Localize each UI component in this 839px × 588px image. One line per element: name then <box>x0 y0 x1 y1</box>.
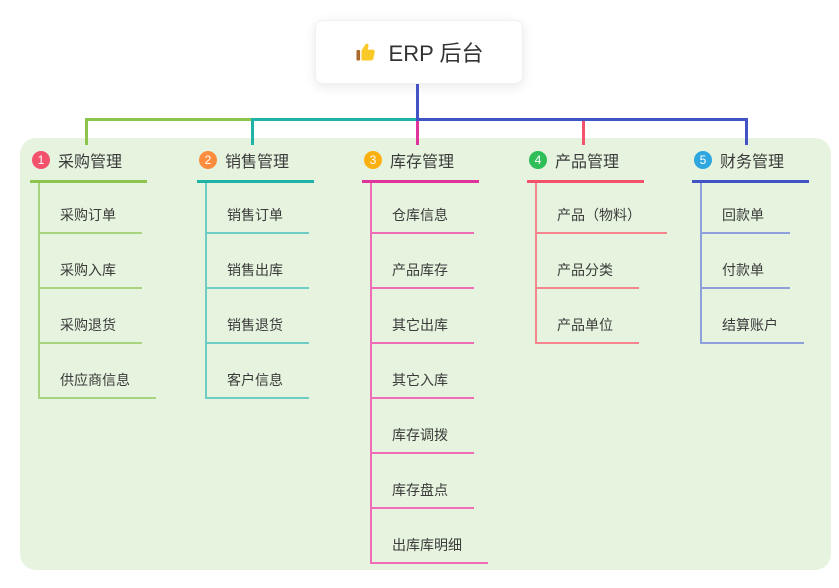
connector-root-drop <box>416 84 419 121</box>
root-node[interactable]: ERP 后台 <box>315 20 523 84</box>
child-label: 付款单 <box>702 260 790 289</box>
child-label: 出库库明细 <box>372 535 488 564</box>
child-label: 其它出库 <box>372 315 474 344</box>
child-node[interactable]: 付款单 <box>702 234 809 289</box>
branch-销售管理: 2 销售管理销售订单销售出库销售退货客户信息 <box>197 146 314 399</box>
child-label: 客户信息 <box>207 370 309 399</box>
branch-财务管理: 5 财务管理回款单付款单结算账户 <box>692 146 809 344</box>
child-node[interactable]: 产品库存 <box>372 234 488 289</box>
branch-node[interactable]: 4 产品管理 <box>527 146 644 183</box>
child-label: 产品单位 <box>537 315 639 344</box>
child-label: 销售订单 <box>207 205 309 234</box>
child-node[interactable]: 客户信息 <box>207 344 314 399</box>
child-label: 销售出库 <box>207 260 309 289</box>
connector-trunk-segment <box>85 118 254 121</box>
branch-node[interactable]: 3 库存管理 <box>362 146 479 183</box>
child-label: 采购入库 <box>40 260 142 289</box>
thumbs-up-icon <box>355 40 379 64</box>
connector-branch-drop <box>582 121 585 145</box>
child-node[interactable]: 采购入库 <box>40 234 156 289</box>
branch-children: 销售订单销售出库销售退货客户信息 <box>205 183 314 399</box>
branch-label: 财务管理 <box>720 154 785 171</box>
child-node[interactable]: 采购退货 <box>40 289 156 344</box>
connector-trunk-segment <box>251 118 419 121</box>
branch-number-badge: 4 <box>529 151 547 169</box>
child-node[interactable]: 产品单位 <box>537 289 667 344</box>
branch-产品管理: 4 产品管理产品（物料） 产品分类产品单位 <box>527 146 667 344</box>
branch-number-badge: 1 <box>32 151 50 169</box>
branch-number-badge: 2 <box>199 151 217 169</box>
branch-label: 采购管理 <box>58 154 123 171</box>
branch-children: 产品（物料） 产品分类产品单位 <box>535 183 667 344</box>
branch-label: 库存管理 <box>390 154 455 171</box>
connector-branch-drop <box>745 121 748 145</box>
branch-number-badge: 3 <box>364 151 382 169</box>
child-label: 回款单 <box>702 205 790 234</box>
child-label: 其它入库 <box>372 370 474 399</box>
child-node[interactable]: 结算账户 <box>702 289 809 344</box>
branch-node[interactable]: 2 销售管理 <box>197 146 314 183</box>
child-node[interactable]: 仓库信息 <box>372 183 488 234</box>
branches-panel <box>20 138 831 570</box>
child-node[interactable]: 销售订单 <box>207 183 314 234</box>
child-label: 仓库信息 <box>372 205 474 234</box>
child-node[interactable]: 供应商信息 <box>40 344 156 399</box>
connector-branch-drop <box>416 121 419 145</box>
branch-node[interactable]: 5 财务管理 <box>692 146 809 183</box>
child-node[interactable]: 回款单 <box>702 183 809 234</box>
child-label: 采购退货 <box>40 315 142 344</box>
branch-label: 产品管理 <box>555 154 620 171</box>
child-label: 采购订单 <box>40 205 142 234</box>
branch-库存管理: 3 库存管理仓库信息产品库存其它出库其它入库库存调拨库存盘点出库库明细 <box>362 146 488 564</box>
child-node[interactable]: 销售退货 <box>207 289 314 344</box>
connector-trunk-segment <box>416 118 748 121</box>
child-label: 库存盘点 <box>372 480 474 509</box>
connector-branch-drop <box>251 121 254 145</box>
child-label: 供应商信息 <box>40 370 156 399</box>
child-node[interactable]: 采购订单 <box>40 183 156 234</box>
child-node[interactable]: 出库库明细 <box>372 509 488 564</box>
child-label: 产品（物料） <box>537 205 667 234</box>
branch-number-badge: 5 <box>694 151 712 169</box>
branch-node[interactable]: 1 采购管理 <box>30 146 147 183</box>
branch-children: 采购订单采购入库采购退货供应商信息 <box>38 183 156 399</box>
child-node[interactable]: 其它入库 <box>372 344 488 399</box>
child-node[interactable]: 产品（物料） <box>537 183 667 234</box>
child-node[interactable]: 其它出库 <box>372 289 488 344</box>
root-title: ERP 后台 <box>388 41 484 66</box>
child-label: 销售退货 <box>207 315 309 344</box>
branch-children: 仓库信息产品库存其它出库其它入库库存调拨库存盘点出库库明细 <box>370 183 488 564</box>
child-node[interactable]: 库存盘点 <box>372 454 488 509</box>
child-label: 产品库存 <box>372 260 474 289</box>
connector-branch-drop <box>85 121 88 145</box>
child-label: 库存调拨 <box>372 425 474 454</box>
branch-label: 销售管理 <box>225 154 290 171</box>
child-label: 产品分类 <box>537 260 639 289</box>
child-node[interactable]: 销售出库 <box>207 234 314 289</box>
child-node[interactable]: 库存调拨 <box>372 399 488 454</box>
branch-采购管理: 1 采购管理采购订单采购入库采购退货供应商信息 <box>30 146 156 399</box>
child-label: 结算账户 <box>702 315 804 344</box>
branch-children: 回款单付款单结算账户 <box>700 183 809 344</box>
child-node[interactable]: 产品分类 <box>537 234 667 289</box>
